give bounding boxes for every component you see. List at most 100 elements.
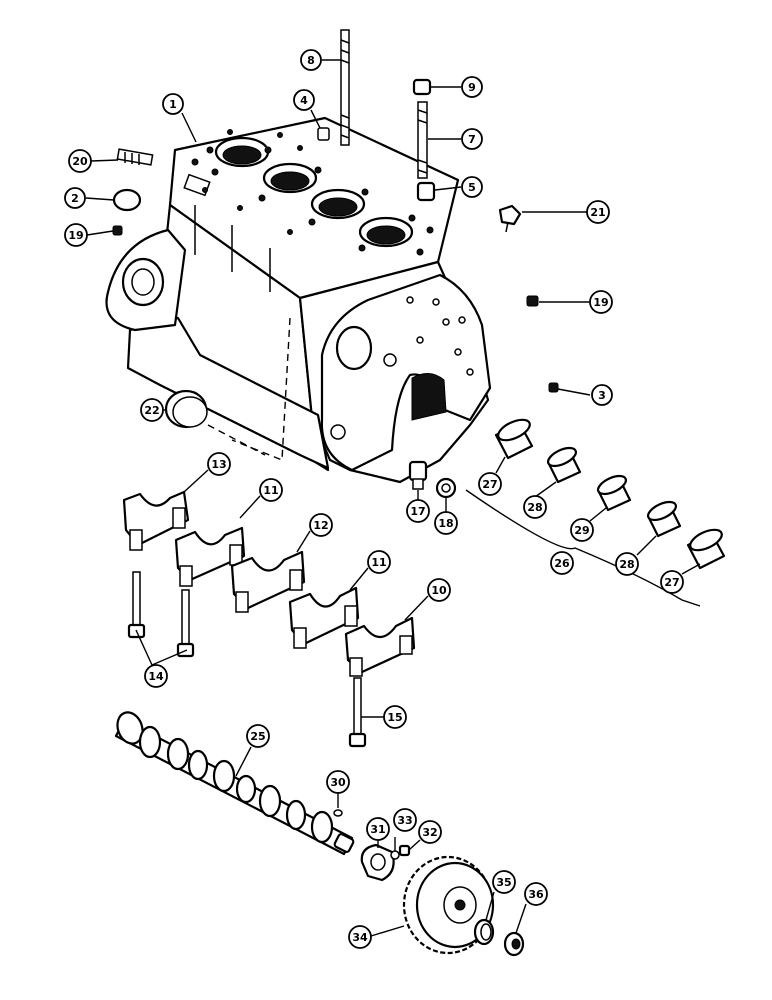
svg-text:28: 28 bbox=[527, 501, 542, 514]
bearing-cap-11-upper bbox=[174, 526, 246, 587]
callout-17: 17 bbox=[406, 499, 430, 523]
callout-19-left: 19 bbox=[64, 223, 88, 247]
svg-text:11: 11 bbox=[263, 484, 278, 497]
plug-19-left bbox=[112, 225, 123, 236]
callout-34: 34 bbox=[348, 925, 372, 949]
stud-7 bbox=[417, 101, 428, 179]
svg-text:34: 34 bbox=[352, 931, 368, 944]
svg-text:5: 5 bbox=[468, 181, 476, 194]
bolt-15 bbox=[348, 677, 367, 748]
callout-12: 12 bbox=[309, 513, 333, 537]
svg-text:26: 26 bbox=[554, 557, 570, 570]
callout-26: 26 bbox=[550, 551, 574, 575]
svg-text:19: 19 bbox=[593, 296, 608, 309]
bearing-29 bbox=[596, 474, 632, 512]
camshaft-25 bbox=[114, 711, 355, 856]
callout-8: 8 bbox=[300, 49, 322, 71]
fitting-17 bbox=[408, 460, 428, 490]
svg-text:11: 11 bbox=[371, 556, 386, 569]
svg-text:15: 15 bbox=[387, 711, 402, 724]
nut-9 bbox=[412, 78, 432, 96]
callout-3: 3 bbox=[591, 384, 613, 406]
callout-32: 32 bbox=[418, 820, 442, 844]
svg-text:27: 27 bbox=[664, 576, 679, 589]
callout-4: 4 bbox=[293, 89, 315, 111]
callout-21: 21 bbox=[586, 200, 610, 224]
svg-text:25: 25 bbox=[250, 730, 265, 743]
callout-14: 14 bbox=[144, 664, 168, 688]
svg-text:19: 19 bbox=[68, 229, 83, 242]
bolt-14-right bbox=[176, 589, 195, 658]
callout-27-top: 27 bbox=[478, 472, 502, 496]
callout-33: 33 bbox=[393, 808, 417, 832]
callout-27-bottom: 27 bbox=[660, 570, 684, 594]
cap-22 bbox=[164, 389, 208, 429]
svg-text:22: 22 bbox=[144, 404, 159, 417]
svg-text:18: 18 bbox=[438, 517, 453, 530]
callout-11-lower: 11 bbox=[367, 550, 391, 574]
callout-25: 25 bbox=[246, 724, 270, 748]
svg-text:14: 14 bbox=[148, 670, 164, 683]
callout-10: 10 bbox=[427, 578, 451, 602]
bearing-27-top bbox=[494, 418, 534, 460]
callout-19-right: 19 bbox=[589, 290, 613, 314]
stud-20 bbox=[116, 148, 154, 166]
svg-text:32: 32 bbox=[422, 826, 437, 839]
leader-lines bbox=[85, 59, 701, 937]
svg-text:12: 12 bbox=[313, 519, 328, 532]
bolt-14-left bbox=[127, 571, 146, 639]
callout-18: 18 bbox=[434, 511, 458, 535]
callout-20: 20 bbox=[68, 149, 92, 173]
svg-text:27: 27 bbox=[482, 478, 497, 491]
svg-text:35: 35 bbox=[496, 876, 511, 889]
svg-text:36: 36 bbox=[528, 888, 544, 901]
callout-11-upper: 11 bbox=[259, 478, 283, 502]
svg-text:2: 2 bbox=[71, 192, 79, 205]
callout-5: 5 bbox=[461, 176, 483, 198]
svg-text:10: 10 bbox=[431, 584, 447, 597]
svg-text:7: 7 bbox=[468, 133, 476, 146]
nut-36 bbox=[503, 931, 525, 957]
fitting-21 bbox=[498, 204, 522, 233]
callout-30: 30 bbox=[326, 770, 350, 794]
plug-19-right bbox=[526, 295, 539, 307]
bearing-cap-13 bbox=[122, 490, 190, 551]
bearing-cap-12 bbox=[230, 550, 306, 613]
washer-33 bbox=[390, 850, 400, 860]
svg-text:9: 9 bbox=[468, 81, 476, 94]
plug-2 bbox=[112, 188, 142, 212]
svg-text:8: 8 bbox=[307, 54, 315, 67]
svg-text:17: 17 bbox=[410, 505, 425, 518]
svg-text:28: 28 bbox=[619, 558, 634, 571]
callout-9: 9 bbox=[461, 76, 483, 98]
callout-28-bottom: 28 bbox=[615, 552, 639, 576]
engine-block bbox=[105, 116, 492, 484]
callout-31: 31 bbox=[366, 817, 390, 841]
callout-7: 7 bbox=[461, 128, 483, 150]
bearing-cap-10 bbox=[344, 616, 416, 677]
callout-35: 35 bbox=[492, 870, 516, 894]
svg-text:1: 1 bbox=[169, 98, 177, 111]
callout-28-top: 28 bbox=[523, 495, 547, 519]
svg-text:30: 30 bbox=[330, 776, 346, 789]
bolt-32 bbox=[398, 844, 411, 857]
svg-text:20: 20 bbox=[72, 155, 88, 168]
callout-15: 15 bbox=[383, 705, 407, 729]
washer-18 bbox=[435, 477, 457, 499]
bearing-cap-11-lower bbox=[288, 586, 360, 649]
plug-3 bbox=[548, 382, 559, 393]
svg-text:3: 3 bbox=[598, 389, 606, 402]
key-30 bbox=[333, 809, 343, 817]
thrust-plate-31 bbox=[360, 843, 395, 882]
bearing-28-top bbox=[546, 446, 582, 484]
callouts: 1 2 3 4 5 7 8 9 10 11 11 12 13 14 15 17 … bbox=[64, 49, 684, 949]
svg-text:4: 4 bbox=[300, 94, 308, 107]
callout-2: 2 bbox=[64, 187, 86, 209]
svg-text:13: 13 bbox=[211, 458, 226, 471]
callout-36: 36 bbox=[524, 882, 548, 906]
bearing-27-bottom bbox=[686, 528, 726, 570]
bearing-28-bottom bbox=[646, 500, 682, 538]
cam-bearings bbox=[465, 418, 726, 607]
